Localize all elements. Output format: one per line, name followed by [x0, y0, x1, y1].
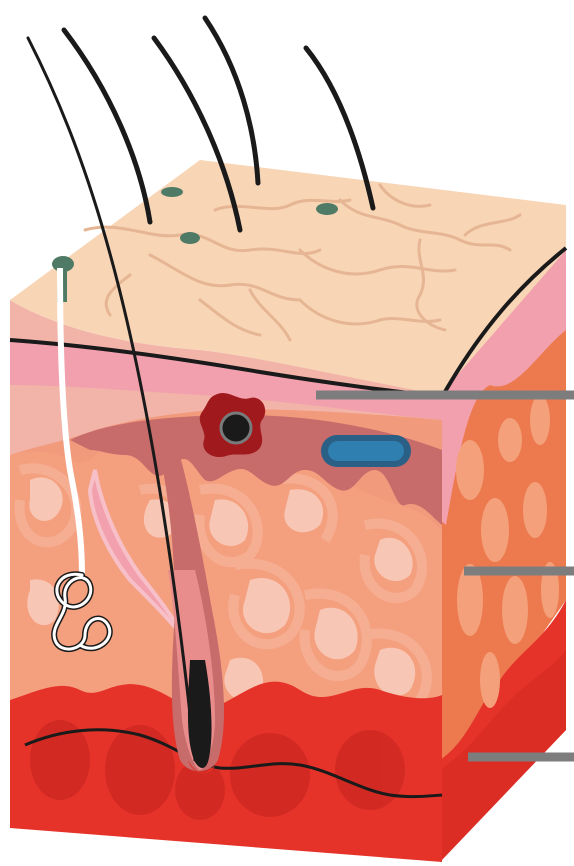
hair: [64, 30, 150, 222]
blood-vessel-inner: [328, 441, 404, 461]
pore: [316, 203, 338, 215]
melanocyte-nucleus: [221, 413, 251, 443]
blood-vessel: [321, 435, 411, 467]
pore: [161, 187, 183, 197]
hair: [205, 18, 258, 183]
pore: [180, 232, 200, 244]
melanocyte: [200, 393, 265, 457]
